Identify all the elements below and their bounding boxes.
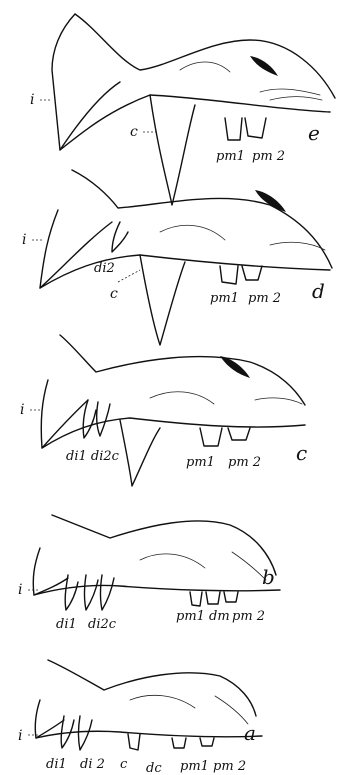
panel-letter-c: c — [296, 441, 307, 465]
skull-contour-a — [130, 695, 248, 724]
skull-outline-d — [72, 170, 332, 268]
label-pm2-b: pm 2 — [232, 609, 265, 624]
panel-letter-d: d — [312, 279, 325, 303]
label-di1-b: di1 — [56, 617, 77, 632]
label-dc-a: dc — [146, 761, 162, 775]
canine-d — [140, 255, 185, 345]
eye-shading-e — [250, 56, 278, 76]
deciduous-incisor-di2-d — [112, 222, 128, 252]
upper-jaw-b — [34, 585, 280, 595]
label-di2-a: di 2 — [80, 757, 105, 772]
panel-e: i c pm1 pm 2 e — [30, 14, 335, 205]
incisor-d — [40, 210, 112, 288]
label-c-e: c — [130, 124, 138, 140]
label-di1-a: di1 — [46, 757, 67, 772]
pm2-tooth-d — [242, 266, 262, 280]
eye-shading-d — [255, 190, 286, 212]
canine-e — [150, 95, 195, 205]
pm1-tooth-d — [220, 266, 238, 284]
label-pm1-c: pm1 — [186, 455, 215, 470]
pm2-tooth-e — [245, 118, 266, 138]
skull-contour-b — [140, 552, 266, 580]
canine-c — [120, 420, 160, 486]
panel-letter-e: e — [308, 121, 320, 145]
label-i-d: i — [22, 232, 26, 248]
label-pm1dm-b: pm1 dm — [176, 609, 230, 624]
leader-c-d — [118, 270, 140, 282]
panel-a: i di1 di 2 c dc pm1 pm 2 a — [18, 660, 262, 775]
skull-contour-d — [160, 225, 325, 250]
label-pm2-e: pm 2 — [252, 149, 285, 164]
incisor-c — [41, 380, 88, 448]
pm1-tooth-c — [200, 428, 222, 446]
label-i-c: i — [20, 402, 24, 418]
label-pm2-c: pm 2 — [228, 455, 261, 470]
skull-contour-c — [150, 392, 302, 404]
incisor-b — [33, 548, 68, 595]
label-pm2-d: pm 2 — [248, 291, 281, 306]
upper-jaw-c — [42, 418, 305, 448]
panel-letter-b: b — [262, 565, 275, 589]
label-c-a: c — [120, 757, 128, 772]
teeth-row-b — [190, 592, 238, 606]
label-pm1-d: pm1 — [210, 291, 239, 306]
label-pm1-e: pm1 — [216, 149, 245, 164]
label-c-d: c — [110, 286, 118, 302]
label-i-a: i — [18, 728, 22, 744]
skull-outline-c — [60, 335, 305, 405]
label-i-b: i — [18, 582, 22, 598]
panel-c: i di1 di2c pm1 pm 2 c — [20, 335, 307, 486]
pm1-tooth-e — [225, 118, 242, 140]
label-di2-d: di2 — [94, 261, 115, 276]
label-pm1pm2-a: pm1 pm 2 — [180, 759, 246, 774]
panel-b: i di1 di2c pm1 dm pm 2 b — [18, 515, 280, 632]
deciduous-incisors-c — [83, 400, 110, 438]
incisor-a — [35, 700, 64, 738]
skull-outline-b — [52, 515, 276, 575]
pm2-tooth-c — [228, 428, 250, 440]
upper-jaw-d — [40, 255, 330, 288]
panel-letter-a: a — [244, 721, 256, 745]
skull-outline-a — [48, 660, 256, 716]
panel-d: i di2 c pm1 pm 2 d — [22, 170, 332, 345]
deciduous-incisors-b — [65, 575, 114, 610]
label-di1di2c-c: di1 di2c — [66, 449, 120, 464]
label-i-e: i — [30, 92, 34, 108]
label-di2c-b: di2c — [88, 617, 117, 632]
skull-contour-e — [180, 62, 322, 100]
upper-jaw-e — [60, 95, 330, 150]
